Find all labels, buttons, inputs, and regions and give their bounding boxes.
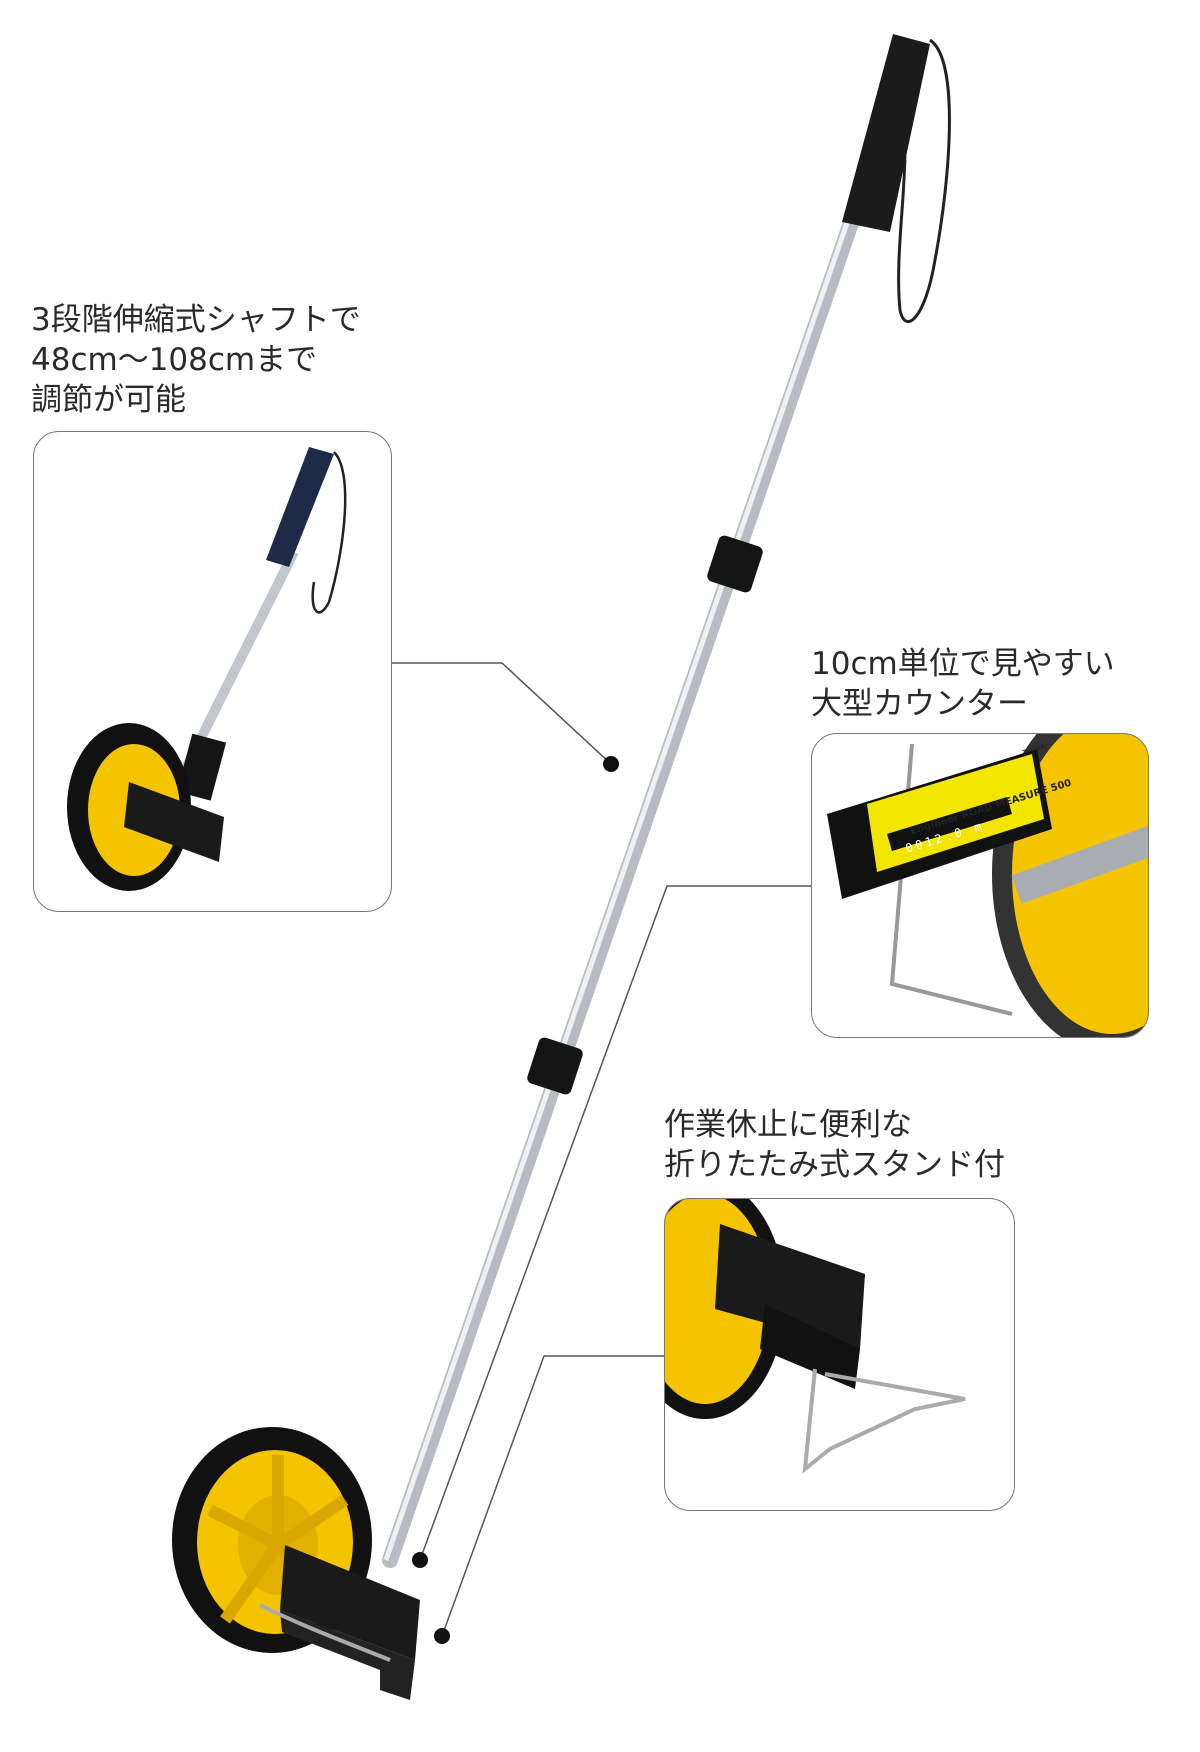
handle-grip (842, 34, 930, 232)
caption-stand-line1: 作業休止に便利な (664, 1107, 912, 1143)
leader-line-stand (441, 1355, 664, 1637)
inset-counter-photo: Engineer ROAD MEASURE 500 TAJIMA 0012.0 … (811, 733, 1149, 1038)
wrist-strap (897, 38, 951, 323)
stand-wire (802, 1368, 966, 1474)
leader-lines (391, 662, 811, 1637)
leader-line-shaft (391, 662, 612, 765)
pointer-dot-counter (412, 1552, 428, 1568)
pointer-dot-stand (434, 1628, 450, 1644)
inset-shaft-photo (33, 431, 392, 912)
caption-shaft-line1: 3段階伸縮式シャフトで (31, 302, 361, 338)
shaft-clamp-upper (707, 535, 763, 593)
inset-stand-photo (664, 1198, 1015, 1511)
caption-counter-line2: 大型カウンター (811, 686, 1028, 722)
leader-line-counter (419, 885, 811, 1561)
caption-counter: 10cm単位で見やすい 大型カウンター (811, 644, 1115, 724)
counter-housing (280, 1545, 420, 1660)
shaft (382, 212, 860, 1568)
caption-stand-line2: 折りたたみ式スタンド付 (664, 1147, 1005, 1183)
pointer-dot-shaft (603, 756, 619, 772)
caption-shaft-line3: 調節が可能 (31, 382, 186, 418)
caption-stand: 作業休止に便利な 折りたたみ式スタンド付 (664, 1105, 1005, 1185)
caption-shaft-line2: 48cm〜108cmまで (31, 342, 318, 378)
folding-stand (259, 1603, 391, 1662)
shaft-clamp-lower (527, 1037, 583, 1095)
caption-counter-line1: 10cm単位で見やすい (811, 646, 1115, 682)
caption-shaft: 3段階伸縮式シャフトで 48cm〜108cmまで 調節が可能 (31, 300, 361, 420)
